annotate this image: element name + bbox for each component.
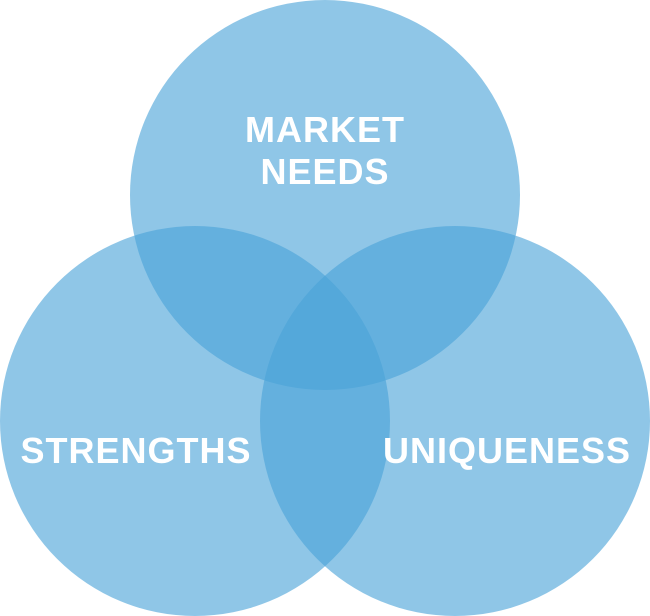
venn-labels: MARKET NEEDS STRENGTHS UNIQUENESS — [20, 109, 631, 471]
label-strengths: STRENGTHS — [20, 430, 251, 471]
circle-uniqueness — [260, 226, 650, 616]
label-market-needs-line-2: NEEDS — [260, 151, 389, 192]
label-market-needs-line-1: MARKET — [245, 109, 405, 150]
label-uniqueness: UNIQUENESS — [383, 430, 631, 471]
